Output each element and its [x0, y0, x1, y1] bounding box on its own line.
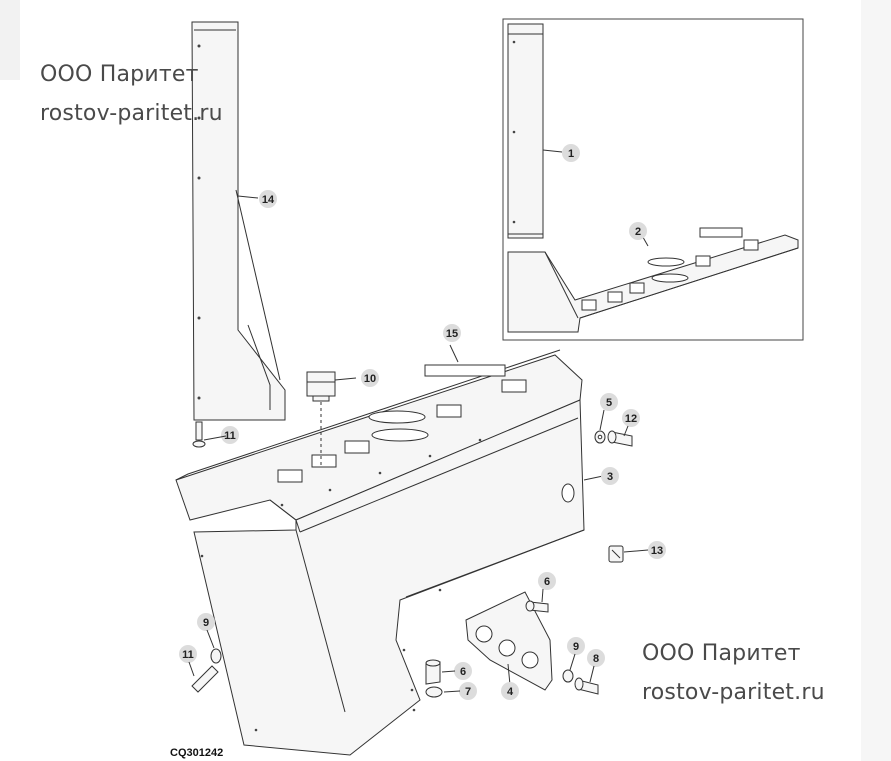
callout-6-lower: 6 — [460, 666, 466, 678]
callout-4: 4 — [507, 686, 514, 698]
callout-12: 12 — [625, 413, 637, 425]
callout-6-upper: 6 — [544, 576, 550, 588]
watermark-company-top: ООО Паритет — [40, 62, 199, 87]
watermark-site-bottom: rostov-paritet.ru — [642, 680, 825, 705]
callout-10: 10 — [364, 373, 376, 385]
watermark-site-top: rostov-paritet.ru — [40, 101, 223, 126]
callout-5: 5 — [606, 397, 612, 409]
callout-8: 8 — [593, 653, 599, 665]
callout-11-upper: 11 — [224, 430, 236, 442]
callout-14: 14 — [262, 194, 275, 206]
callout-labels: 1 2 3 4 5 6 6 7 8 9 9 10 11 11 12 13 14 … — [182, 148, 663, 698]
upright-post-part — [191, 21, 286, 421]
clip-part — [306, 371, 357, 468]
callout-3: 3 — [607, 471, 613, 483]
callout-bubbles — [179, 144, 666, 700]
callout-13: 13 — [651, 545, 663, 557]
callout-7: 7 — [465, 686, 471, 698]
watermark-company-bottom: ООО Паритет — [642, 641, 801, 666]
drawing-code: CQ301242 — [170, 747, 223, 759]
callout-15: 15 — [446, 328, 458, 340]
inset-detail-frame — [502, 18, 804, 341]
callout-11-lower: 11 — [182, 649, 194, 661]
leader-lines — [188, 409, 649, 693]
callout-2: 2 — [635, 226, 641, 238]
side-panel-part — [193, 399, 604, 756]
callout-9-right: 9 — [573, 641, 579, 653]
bracket-part — [465, 591, 553, 691]
hardware-parts — [191, 421, 633, 698]
callout-9-left: 9 — [203, 617, 209, 629]
callout-1: 1 — [568, 148, 574, 160]
